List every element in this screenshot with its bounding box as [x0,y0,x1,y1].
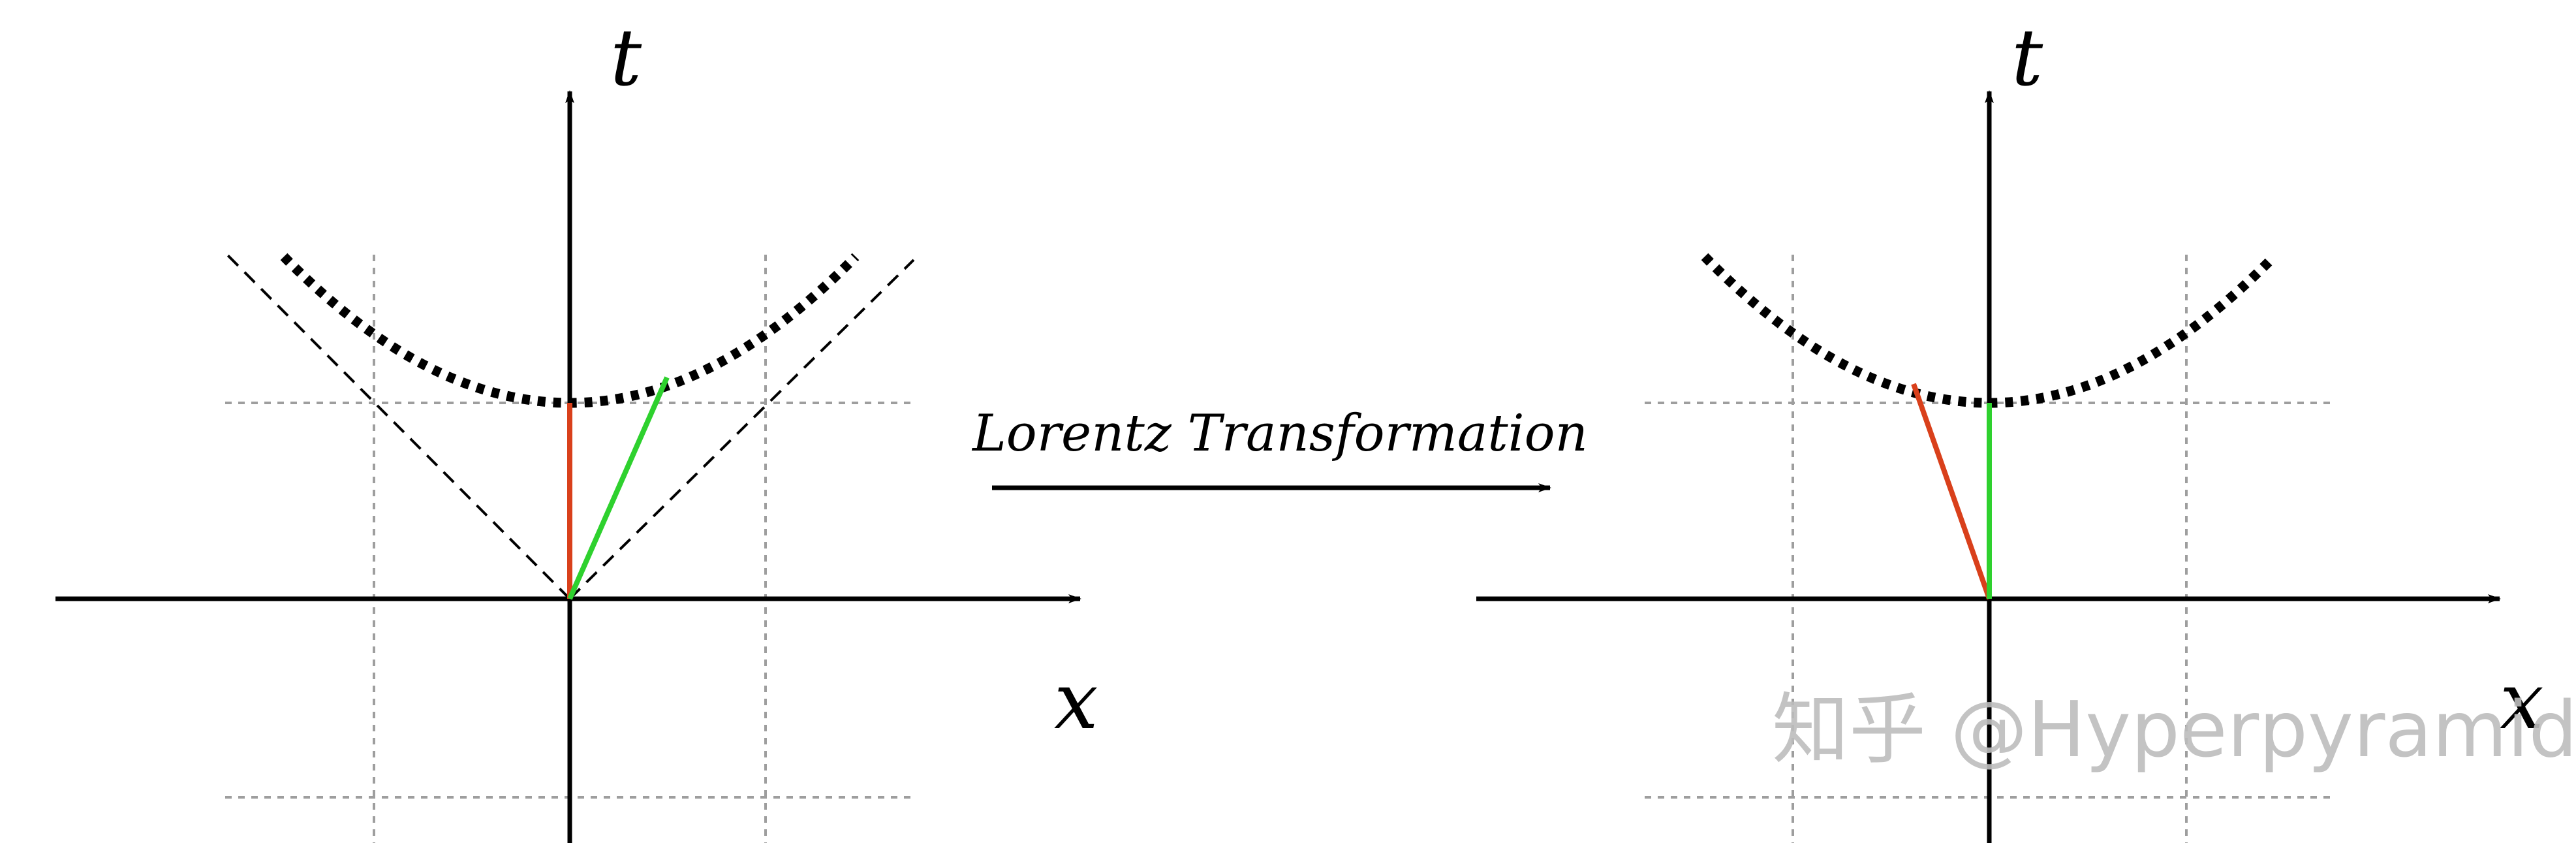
left-light-cone-right [568,259,915,600]
left-x-axis-label: x [1054,656,1098,747]
left-green-vector [567,376,670,600]
left-panel: t x [55,13,1098,843]
watermark: 知乎 @Hyperpyramid [1772,684,2576,774]
right-hyperbola [1701,253,2278,408]
left-t-axis-label: t [610,13,642,104]
transformation-caption: Lorentz Transformation [971,404,1588,463]
transform-arrow-group: Lorentz Transformation [971,404,1588,492]
left-light-cone-left [224,251,571,600]
right-t-axis-label: t [2011,13,2043,104]
right-x-axis-label: x [2500,656,2544,747]
left-light-cone [224,251,915,600]
right-red-vector [1911,383,1992,600]
right-panel: t x [1476,13,2544,843]
